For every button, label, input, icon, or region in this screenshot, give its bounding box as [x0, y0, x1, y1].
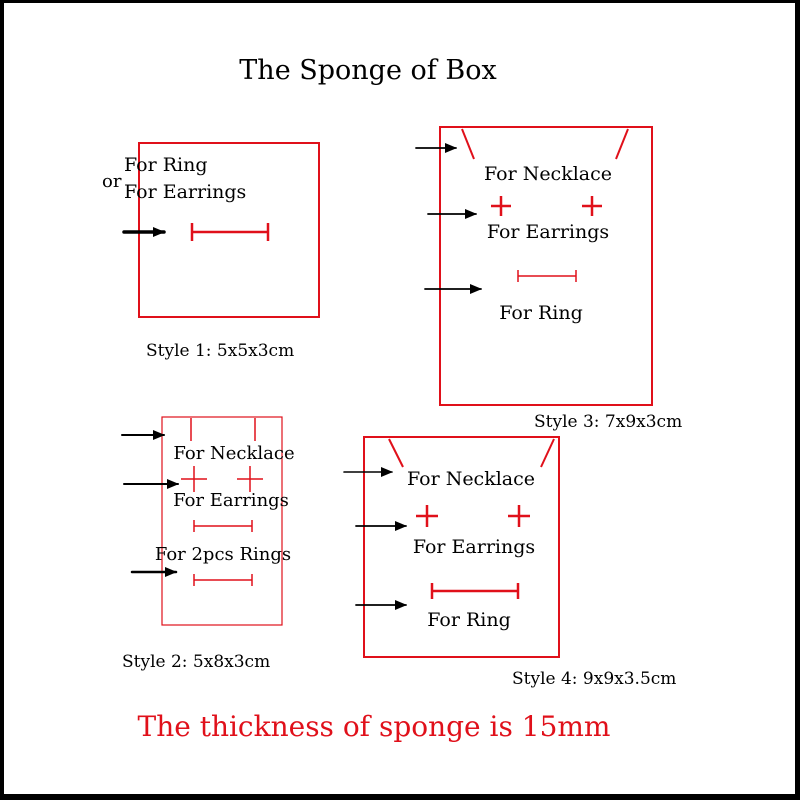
style3-ring-slot	[517, 270, 577, 282]
style1-ring-label: For Ring	[124, 154, 208, 176]
style1-panel: or For Ring For Earrings Style 1: 5x5x3c…	[102, 142, 320, 361]
style3-earrings-label: For Earrings	[487, 221, 609, 243]
style4-panel: For Necklace For Earrings For Ring Style…	[343, 436, 676, 689]
sponge-diagram: The Sponge of Box or For Ring For Earrin…	[102, 55, 682, 743]
style3-necklace-slit-left	[461, 128, 475, 160]
style4-necklace-label: For Necklace	[407, 468, 535, 490]
style2-panel: For Necklace For Earrings For 2pcs Rings…	[121, 416, 295, 672]
style2-ring-slot-top	[193, 520, 253, 532]
style4-earrings-label: For Earrings	[413, 536, 535, 558]
style1-ring-slot	[190, 223, 270, 241]
style2-rings-label: For 2pcs Rings	[155, 544, 291, 565]
thickness-note: The thickness of sponge is 15mm	[138, 710, 611, 743]
style3-necklace-label: For Necklace	[484, 163, 612, 185]
style1-earrings-label: For Earrings	[124, 181, 246, 203]
style2-caption: Style 2: 5x8x3cm	[122, 652, 270, 672]
style4-ring-label: For Ring	[427, 609, 511, 631]
style3-panel: For Necklace For Earrings For Ring Style…	[415, 126, 682, 432]
style4-earring-plus-right-icon	[508, 505, 530, 527]
page-title: The Sponge of Box	[239, 55, 496, 86]
style3-earring-plus-left-icon	[491, 196, 511, 216]
style4-necklace-slit-right	[540, 438, 555, 468]
style2-earring-plus-left-icon	[181, 466, 207, 492]
style1-caption: Style 1: 5x5x3cm	[146, 341, 294, 361]
style4-caption: Style 4: 9x9x3.5cm	[512, 669, 676, 689]
style3-caption: Style 3: 7x9x3cm	[534, 412, 682, 432]
style2-ring-slot-bottom	[193, 574, 253, 586]
style4-box-outline	[363, 436, 560, 658]
style2-earrings-label: For Earrings	[173, 490, 289, 511]
style3-earring-plus-right-icon	[582, 196, 602, 216]
diagram-canvas: The Sponge of Box or For Ring For Earrin…	[4, 3, 795, 794]
style1-box-outline	[138, 142, 320, 318]
style3-box-outline	[439, 126, 653, 406]
style2-earring-plus-right-icon	[237, 466, 263, 492]
style2-box-outline	[161, 416, 283, 626]
style4-ring-slot	[430, 583, 520, 599]
style1-or-label: or	[102, 171, 122, 192]
style4-earring-plus-left-icon	[416, 505, 438, 527]
style3-ring-label: For Ring	[499, 302, 583, 324]
style3-necklace-slit-right	[615, 128, 629, 160]
style4-necklace-slit-left	[388, 438, 404, 468]
style2-necklace-label: For Necklace	[173, 443, 294, 464]
